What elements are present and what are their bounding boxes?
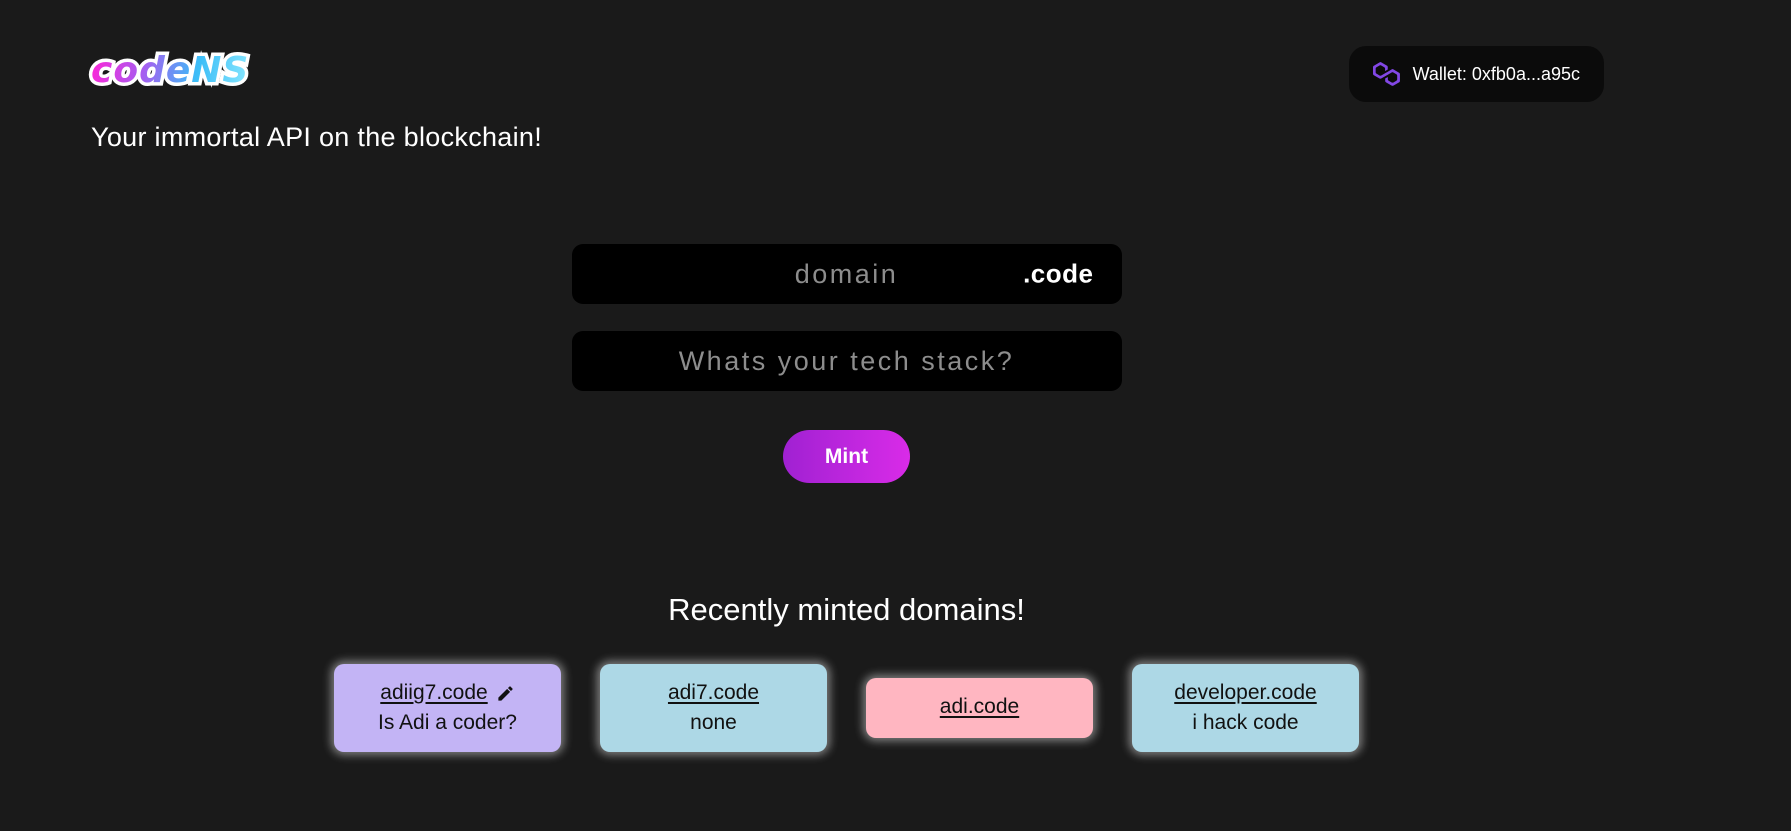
domain-record: Is Adi a coder? bbox=[378, 711, 517, 734]
domain-link[interactable]: adi.code bbox=[939, 695, 1020, 718]
domain-record: i hack code bbox=[1192, 711, 1299, 734]
wallet-button[interactable]: Wallet: 0xfb0a...a95c bbox=[1348, 46, 1604, 102]
domain-link[interactable]: adiig7.code bbox=[380, 681, 488, 704]
domain-record: none bbox=[690, 711, 737, 734]
logo-text: codeNS bbox=[91, 50, 250, 91]
edit-pencil-icon[interactable] bbox=[496, 684, 515, 703]
domain-card-title: adiig7.code bbox=[344, 678, 551, 708]
brand-block: codeNS codeNS Your immortal API on the b… bbox=[87, 46, 543, 152]
wallet-address: Wallet: 0xfb0a...a95c bbox=[1412, 63, 1580, 84]
logo: codeNS codeNS bbox=[87, 46, 251, 96]
domain-card-title: developer.code bbox=[1142, 678, 1349, 708]
polygon-icon bbox=[1372, 62, 1400, 86]
domain-input[interactable] bbox=[571, 244, 1122, 304]
domain-card: adi.code bbox=[866, 678, 1093, 738]
domain-card: developer.code i hack code bbox=[1132, 664, 1359, 752]
tld-suffix: .code bbox=[1023, 258, 1094, 289]
domain-link[interactable]: adi7.code bbox=[667, 681, 760, 704]
domain-card-title: adi.code bbox=[876, 692, 1083, 722]
mint-button[interactable]: Mint bbox=[783, 430, 910, 483]
tagline: Your immortal API on the blockchain! bbox=[91, 122, 543, 152]
domain-input-group: .code bbox=[571, 244, 1122, 304]
record-input[interactable] bbox=[571, 331, 1122, 391]
domain-card-title: adi7.code bbox=[610, 678, 817, 708]
main-content: .code Mint Recently minted domains! adii… bbox=[0, 244, 1693, 752]
logo-outline-text: codeNS bbox=[87, 46, 251, 96]
domain-link[interactable]: developer.code bbox=[1174, 681, 1317, 704]
header: codeNS codeNS Your immortal API on the b… bbox=[0, 0, 1693, 151]
recent-heading: Recently minted domains! bbox=[668, 592, 1025, 627]
domain-card: adi7.code none bbox=[600, 664, 827, 752]
recent-domains-list: adiig7.code Is Adi a coder? adi7.code no… bbox=[334, 664, 1359, 752]
domain-card: adiig7.code Is Adi a coder? bbox=[334, 664, 561, 752]
app-root: codeNS codeNS Your immortal API on the b… bbox=[0, 0, 1693, 752]
